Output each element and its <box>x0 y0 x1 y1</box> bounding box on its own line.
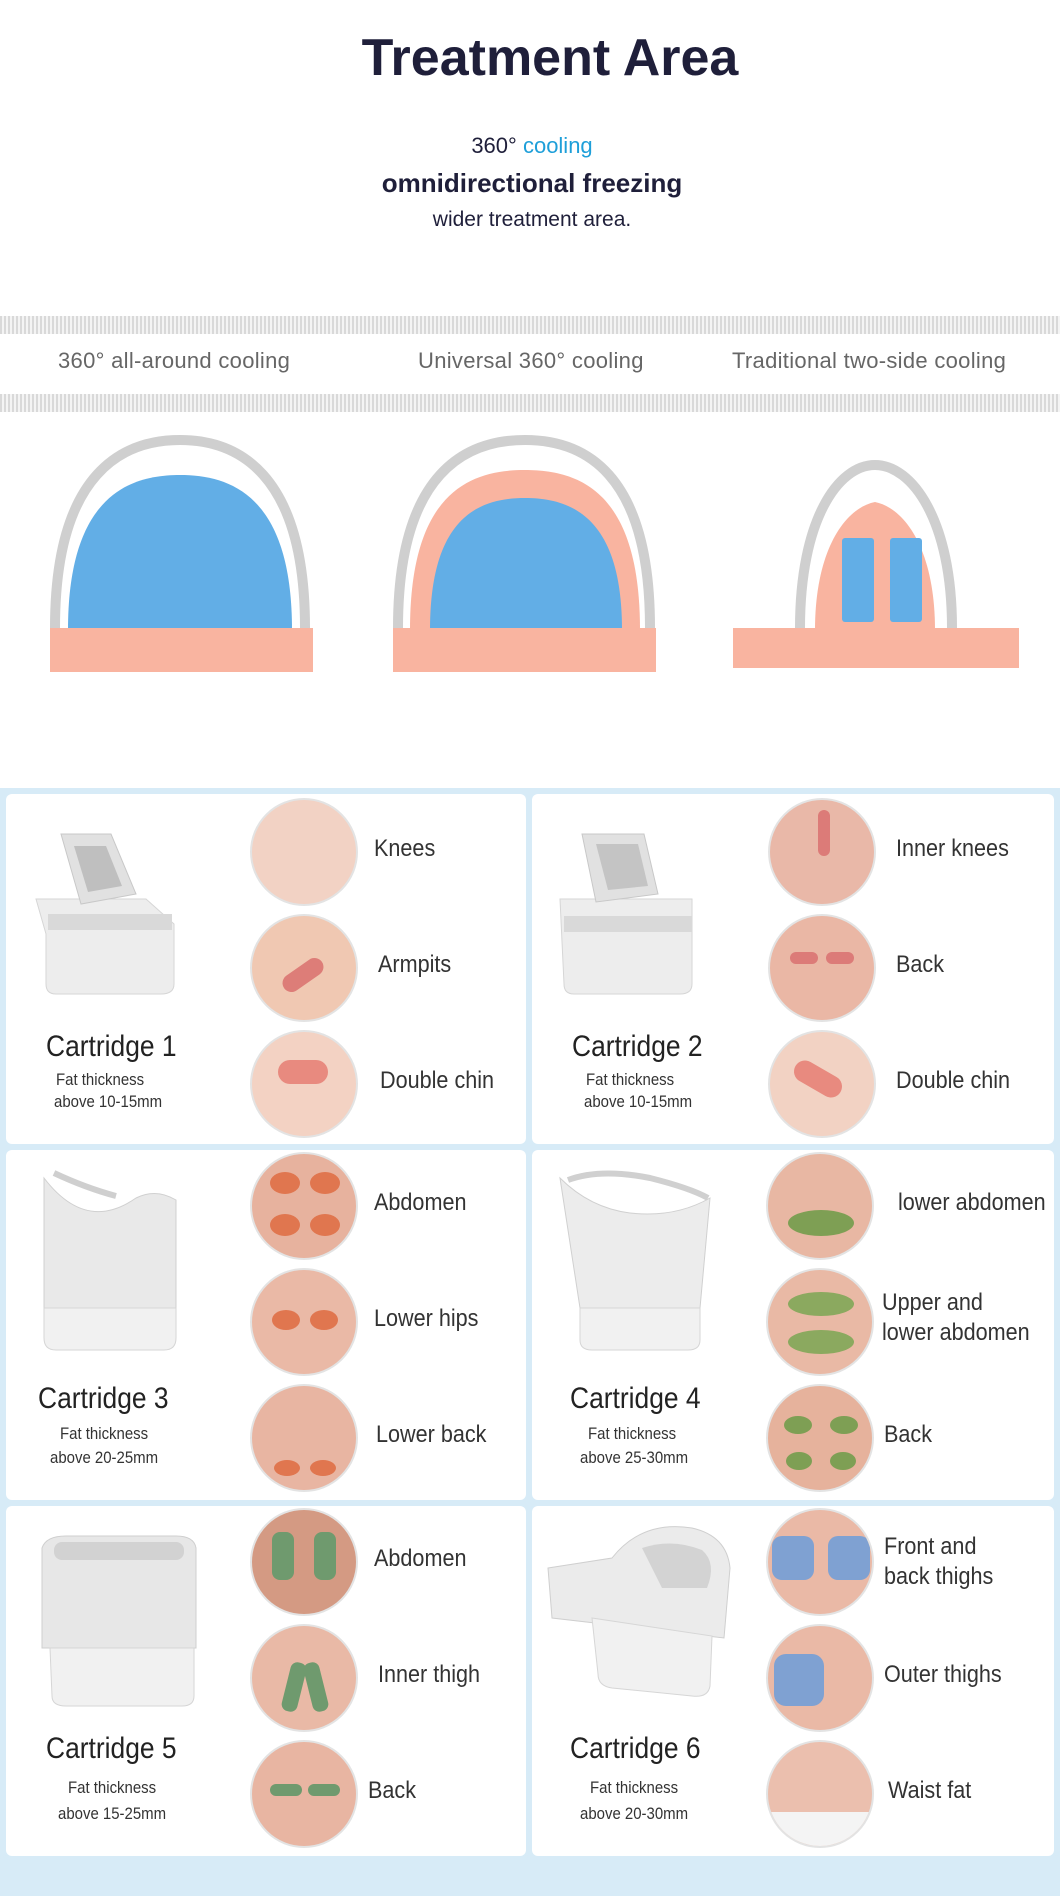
cartridge-title: Cartridge 1 <box>46 1030 177 1063</box>
cartridge-1-image <box>35 833 175 995</box>
universal-cooling-diagram <box>393 434 656 672</box>
area-label: Outer thighs <box>884 1661 1002 1688</box>
cartridge-title: Cartridge 3 <box>38 1382 169 1415</box>
double-chin-icon <box>250 1030 358 1138</box>
back-icon <box>250 1740 358 1848</box>
area-label: Double chin <box>896 1067 1011 1094</box>
fat-thickness-range: above 20-30mm <box>580 1804 689 1823</box>
upper-lower-abdomen-icon <box>766 1268 874 1376</box>
cooling-diagrams <box>50 434 1019 672</box>
fat-thickness-range: above 10-15mm <box>54 1092 163 1111</box>
fat-thickness-range: above 10-15mm <box>584 1092 693 1111</box>
double-chin-icon <box>768 1030 876 1138</box>
inner-knees-icon <box>768 798 876 906</box>
fat-thickness-range: above 20-25mm <box>50 1448 159 1467</box>
cartridge-title: Cartridge 6 <box>570 1732 701 1765</box>
cartridge-5-image <box>41 1535 197 1707</box>
area-label: Waist fat <box>888 1777 972 1804</box>
cartridge-title: Cartridge 2 <box>572 1030 703 1063</box>
cartridge-card-4: Cartridge 4 Fat thickness above 25-30mm … <box>532 1150 1054 1500</box>
cartridge-card-3: Cartridge 3 Fat thickness above 20-25mm … <box>6 1150 526 1500</box>
area-label: Inner knees <box>896 835 1009 862</box>
cartridge-4-image <box>559 1170 711 1351</box>
cartridge-card-6: Cartridge 6 Fat thickness above 20-30mm … <box>532 1506 1054 1856</box>
fat-thickness-label: Fat thickness <box>56 1070 145 1089</box>
subtitle-prefix: 360° <box>471 133 517 158</box>
area-label: Abdomen <box>374 1545 467 1572</box>
lower-abdomen-icon <box>766 1152 874 1260</box>
all-around-cooling-diagram <box>50 434 313 672</box>
area-label: Front and back thighs <box>884 1533 994 1590</box>
fat-thickness-label: Fat thickness <box>586 1070 675 1089</box>
cartridge-2-image <box>559 833 693 995</box>
area-label: Upper and lower abdomen <box>882 1289 1030 1346</box>
cartridge-grid: Cartridge 1 Fat thickness above 10-15mm … <box>0 788 1060 1896</box>
traditional-cooling-diagram <box>733 459 1019 668</box>
area-label: lower abdomen <box>898 1189 1046 1216</box>
fat-thickness-label: Fat thickness <box>588 1424 677 1443</box>
area-label: Inner thigh <box>378 1661 481 1688</box>
cartridge-title: Cartridge 4 <box>570 1382 701 1415</box>
cartridge-card-1: Cartridge 1 Fat thickness above 10-15mm … <box>6 794 526 1144</box>
area-label: Back <box>368 1777 417 1804</box>
page-title: Treatment Area <box>361 29 739 87</box>
area-label: Lower back <box>376 1421 487 1448</box>
abdomen-icon <box>250 1508 358 1616</box>
area-label: Armpits <box>378 951 452 978</box>
area-label: Lower hips <box>374 1305 479 1332</box>
subtitle-line-2: omnidirectional freezing <box>381 168 683 198</box>
subtitle-line-1: 360° cooling <box>0 133 1060 159</box>
fat-thickness-range: above 15-25mm <box>58 1804 167 1823</box>
mode-label-universal: Universal 360° cooling <box>418 348 644 373</box>
mode-label-traditional: Traditional two-side cooling <box>732 348 1007 373</box>
cartridge-6-image <box>547 1526 731 1697</box>
waist-icon <box>766 1740 874 1848</box>
subtitle-accent: cooling <box>522 133 593 158</box>
mode-label-all-around: 360° all-around cooling <box>58 348 291 373</box>
area-label: Back <box>884 1421 933 1448</box>
cartridge-title: Cartridge 5 <box>46 1732 177 1765</box>
cartridge-card-5: Cartridge 5 Fat thickness above 15-25mm … <box>6 1506 526 1856</box>
area-label: Back <box>896 951 945 978</box>
abdomen-icon <box>250 1152 358 1260</box>
lower-back-icon <box>250 1384 358 1492</box>
armpits-icon <box>250 914 358 1022</box>
inner-thigh-icon <box>250 1624 358 1732</box>
area-label: Knees <box>374 835 436 862</box>
cartridge-card-2: Cartridge 2 Fat thickness above 10-15mm … <box>532 794 1054 1144</box>
fat-thickness-label: Fat thickness <box>60 1424 149 1443</box>
knees-icon <box>250 798 358 906</box>
thighs-icon <box>766 1508 874 1616</box>
divider-stripe-bottom <box>0 394 1060 412</box>
area-label: Abdomen <box>374 1189 467 1216</box>
outer-thighs-icon <box>766 1624 874 1732</box>
cartridge-3-image <box>43 1170 177 1351</box>
fat-thickness-range: above 25-30mm <box>580 1448 689 1467</box>
fat-thickness-label: Fat thickness <box>68 1778 157 1797</box>
subtitle-line-3: wider treatment area. <box>432 208 632 231</box>
divider-stripe-top <box>0 316 1060 334</box>
fat-thickness-label: Fat thickness <box>590 1778 679 1797</box>
area-label: Double chin <box>380 1067 495 1094</box>
back-icon <box>766 1384 874 1492</box>
lower-hips-icon <box>250 1268 358 1376</box>
back-icon <box>768 914 876 1022</box>
